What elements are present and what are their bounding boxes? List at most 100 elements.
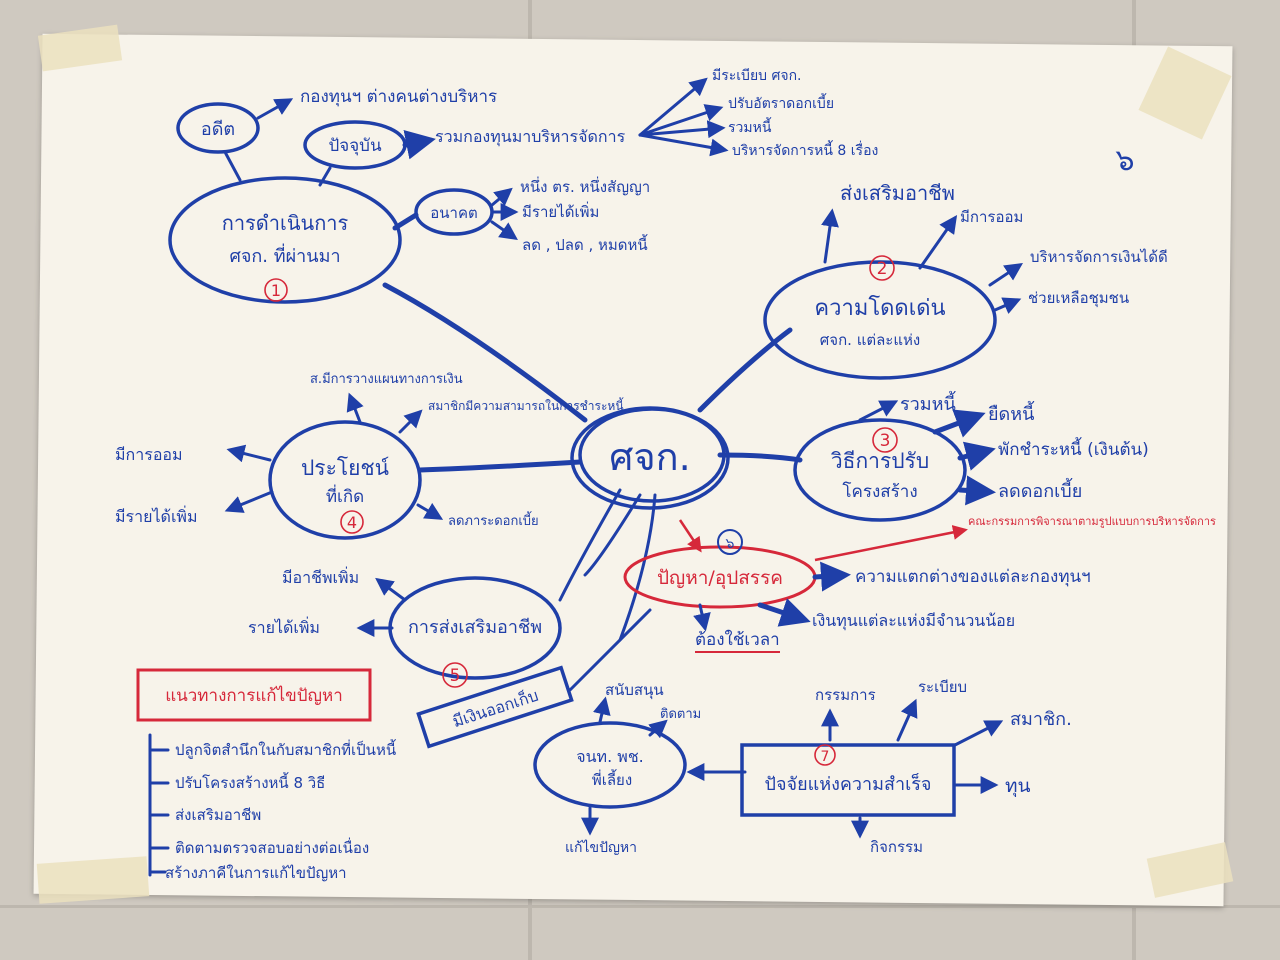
center-label: ศจก.	[609, 435, 690, 479]
spoke-b2	[697, 327, 793, 413]
b1-future-spoke	[392, 212, 419, 231]
b1-present-item-2: ปรับอัตราดอกเบี้ย	[728, 93, 834, 112]
b2-number: 2	[877, 259, 888, 279]
b2-number-circle	[869, 255, 895, 281]
agencies-arrow-1	[648, 719, 668, 739]
b3-item-4: ลดดอกเบี้ย	[998, 478, 1082, 502]
b4-label-line2: ที่เกิด	[326, 484, 364, 507]
b3-arrow-3	[957, 441, 996, 471]
b1-present-label: ปัจจุบัน	[328, 136, 382, 156]
b6-arrow-1	[812, 561, 851, 592]
b7-node	[740, 743, 956, 817]
agencies-item-1: ติดตาม	[660, 707, 701, 722]
solutions-item-5: สร้างภาคีในการแก้ไขปัญหา	[165, 864, 347, 882]
b6-number: ๖	[726, 536, 735, 552]
solutions-title: แนวทางการแก้ไขปัญหา	[165, 685, 343, 706]
b1-label-line1: การดำเนินการ	[222, 211, 349, 235]
spoke-b5	[558, 488, 622, 602]
b1-present-item-3: รวมหนี้	[728, 117, 772, 136]
b2-label-line2: ศจก. แต่ละแห่ง	[820, 331, 920, 349]
wall-seam-horizontal	[0, 905, 1280, 908]
b2-arrow-2	[918, 215, 958, 270]
b7-item-2: ระเบียบ	[918, 678, 967, 696]
solutions-item-1: ปลูกจิตสำนึกในกับสมาชิกที่เป็นหนี้	[175, 739, 397, 759]
b1-present-spoke	[318, 166, 332, 187]
b5-label: การส่งเสริมอาชีพ	[408, 617, 542, 638]
b3-item-1: รวมหนี้	[900, 391, 956, 415]
b5-number-circle	[442, 662, 468, 688]
agencies-label-line2: พี่เลี้ยง	[592, 769, 632, 789]
b7-number-circle	[814, 744, 836, 766]
b6-item-4: สนับสนุน	[605, 681, 664, 700]
b7-arrow-3	[953, 720, 1004, 747]
b1-past-spoke	[223, 150, 242, 182]
b7-item-4: ทุน	[1005, 775, 1031, 798]
b2-arrow-3	[988, 263, 1023, 287]
b1-future-label: อนาคต	[430, 204, 477, 222]
b2-item-2: มีการออม	[960, 208, 1023, 226]
b3-arrow-2	[932, 409, 986, 438]
spoke-b1	[382, 282, 588, 423]
b1-present-fan-1	[638, 77, 708, 137]
b3-note: คณะกรรมการพิจารณาตามรูปแบบการบริหารจัดกา…	[968, 515, 1216, 528]
b1-future-fan-1	[490, 187, 513, 207]
agencies-node	[533, 721, 687, 809]
b6-arrow-3	[693, 603, 711, 632]
b7-number: 7	[821, 749, 830, 765]
b3-item-3: พักชำระหนี้ (เงินต้น)	[998, 437, 1149, 460]
spoke-b6	[678, 519, 702, 553]
b4-arrow-2	[398, 409, 423, 434]
b5-item-1: มีอาชีพเพิ่ม	[282, 566, 359, 587]
spoke-agencies	[568, 608, 652, 692]
b7-arrow-2	[896, 698, 918, 742]
b1-present-fan-3	[638, 120, 726, 139]
b1-past-node	[176, 102, 260, 154]
b1-present-arrow	[402, 129, 436, 160]
b6-number-circle	[717, 529, 743, 555]
b4-number: 4	[347, 513, 357, 532]
b3-note-arrow	[814, 524, 968, 562]
b7-label: ปัจจัยแห่งความสำเร็จ	[765, 772, 932, 795]
solutions-item-4: ติดตามตรวจสอบอย่างต่อเนื่อง	[175, 837, 369, 857]
b4-item-5: ลดภาระดอกเบี้ย	[448, 511, 539, 529]
b4-arrow-3	[226, 444, 272, 463]
b1-label-line2: ศจก. ที่ผ่านมา	[229, 243, 340, 267]
b1-node	[168, 176, 402, 304]
b1-past-arrow	[256, 98, 294, 120]
b5-item-3-box	[416, 665, 574, 749]
b2-item-3: บริหารจัดการเงินได้ดี	[1030, 248, 1168, 266]
b3-label-line1: วิธีการปรับ	[831, 449, 930, 473]
b2-node	[763, 260, 997, 380]
b1-present-item-1: มีระเบียบ ศจก.	[712, 68, 802, 84]
b4-item-2: สมาชิกมีความสามารถในการชำระหนี้	[428, 397, 624, 413]
b1-future-item-1: หนึ่ง ตร. หนึ่งสัญญา	[520, 176, 650, 196]
b6-item-3: ต้องใช้เวลา	[695, 629, 780, 650]
page-number: ๖	[1115, 143, 1134, 178]
b4-arrow-5	[416, 502, 444, 520]
b4-arrow-1	[346, 392, 364, 424]
spoke-b4	[417, 459, 583, 473]
b1-future-fan-3	[490, 220, 518, 241]
b1-present-item-4: บริหารจัดการหนี้ 8 เรื่อง	[732, 140, 878, 159]
b2-item-4: ช่วยเหลือชุมชน	[1028, 289, 1129, 308]
solutions-title-box	[136, 668, 372, 722]
solutions-item-3: ส่งเสริมอาชีพ	[175, 806, 261, 824]
b1-number-circle	[264, 278, 288, 302]
center-node-outline	[578, 407, 726, 503]
b5-item-2: รายได้เพิ่ม	[248, 616, 320, 637]
b2-label-line1: ความโดดเด่น	[814, 295, 945, 321]
b1-future-item-3: ลด , ปลด , หมดหนี้	[522, 234, 648, 254]
b1-future-item-2: มีรายได้เพิ่ม	[522, 201, 599, 221]
b2-arrow-4	[993, 297, 1022, 314]
b4-label-line1: ประโยชน์	[301, 456, 389, 480]
solutions-item-2: ปรับโครงสร้างหนี้ 8 วิธี	[175, 772, 325, 792]
b1-past-detail: กองทุนฯ ต่างคนต่างบริหาร	[300, 87, 497, 107]
b6-label: ปัญหา/อุปสรรค	[657, 567, 783, 590]
spoke-b3	[717, 452, 803, 463]
b4-item-4: มีรายได้เพิ่ม	[115, 505, 198, 526]
spoke-solutions	[618, 493, 657, 642]
agencies-arrow-support	[593, 696, 611, 724]
b1-past-label: อดีต	[201, 119, 235, 140]
b1-present-detail: รวมกองทุนมาบริหารจัดการ	[435, 127, 626, 147]
